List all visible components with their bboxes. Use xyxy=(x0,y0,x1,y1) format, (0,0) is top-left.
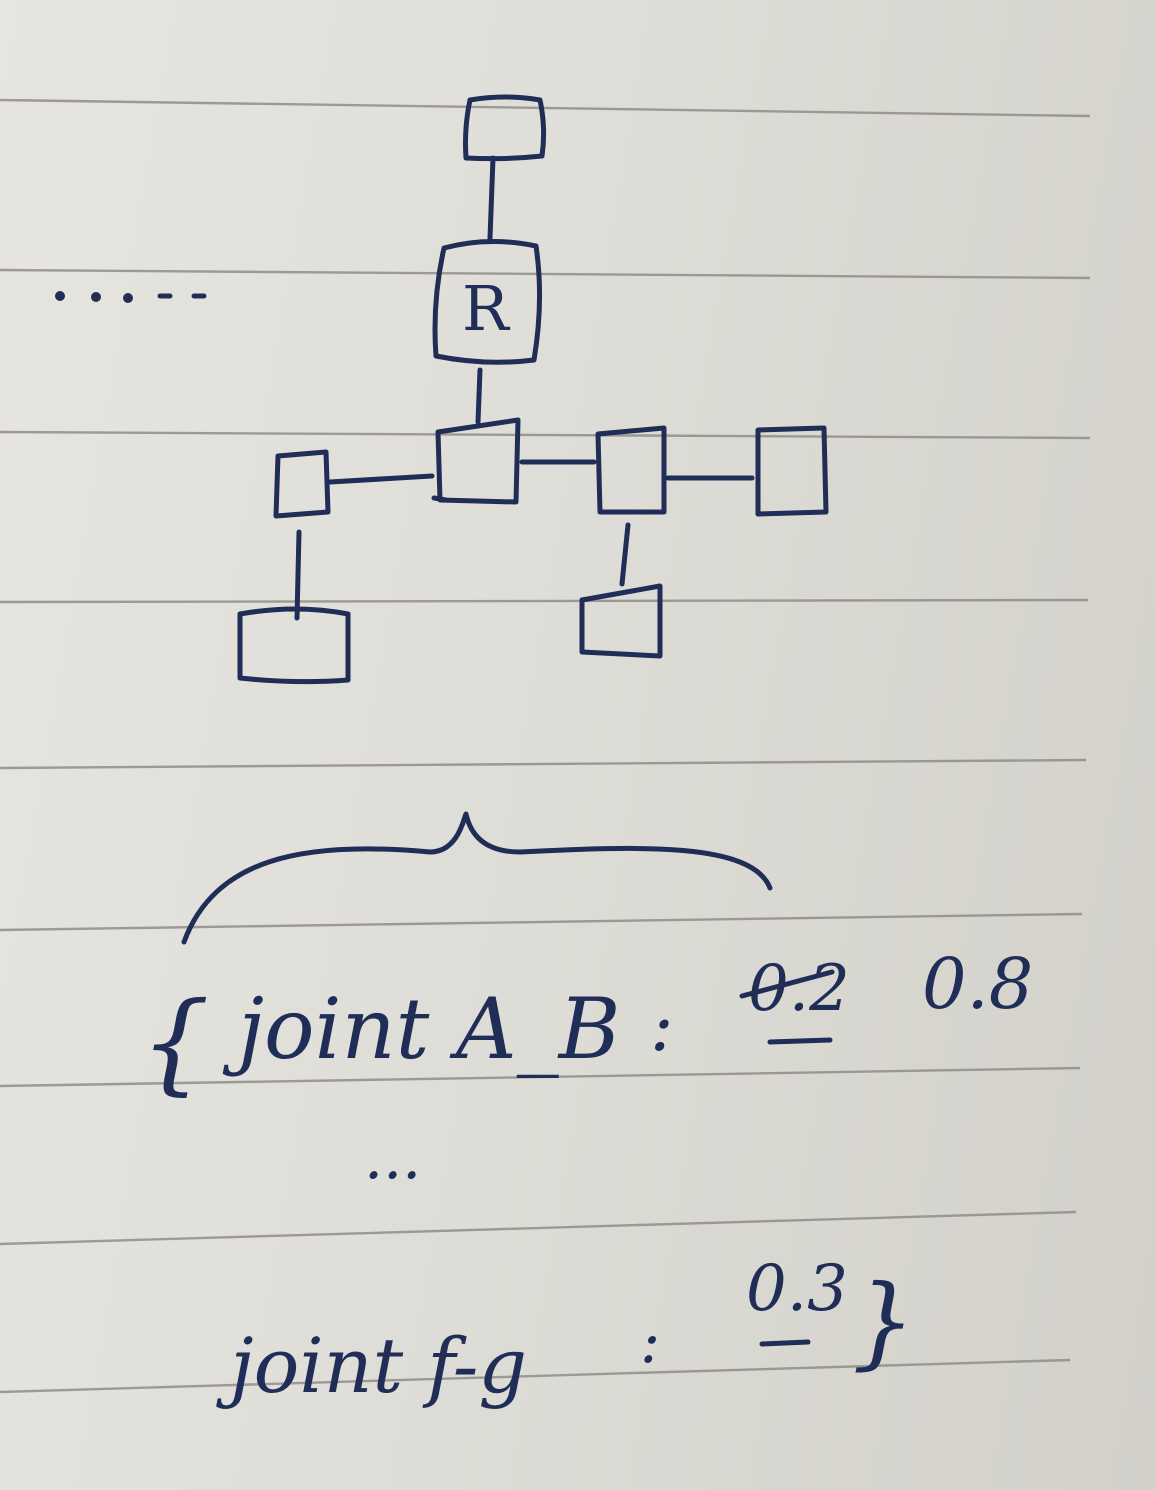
node-left xyxy=(273,449,331,519)
underline-0-2 xyxy=(767,1037,833,1045)
ellipsis-dot xyxy=(91,292,101,302)
rule-line xyxy=(0,98,1091,118)
joint-ab-key: joint A_B xyxy=(222,980,620,1078)
ellipsis-dot xyxy=(55,291,65,301)
node-root xyxy=(432,239,543,365)
open-brace: { xyxy=(140,978,210,1106)
edge-midright-bottommid xyxy=(619,522,631,587)
notes-ellipsis: ... xyxy=(364,1123,421,1193)
node-mid-right xyxy=(595,425,667,515)
edge-top-root xyxy=(487,155,496,241)
joint-fg-key: joint f-g xyxy=(216,1321,527,1410)
rule-line xyxy=(0,1210,1077,1246)
tree-diagram: R ... xyxy=(55,94,829,685)
rule-line xyxy=(0,598,1089,604)
joint-ab-value: 0.8 xyxy=(922,943,1033,1025)
rule-line xyxy=(0,1066,1081,1088)
group-brace xyxy=(181,811,773,945)
root-label: R xyxy=(462,272,511,345)
node-bottom-left xyxy=(237,606,351,685)
edge-left-bottomleft xyxy=(294,529,302,621)
node-hub xyxy=(431,417,521,505)
ellipsis-dot xyxy=(123,293,133,303)
edge-left-hub xyxy=(327,473,435,485)
joint-fg-colon: : xyxy=(640,1307,660,1377)
close-brace: } xyxy=(852,1263,916,1380)
node-far-right xyxy=(755,425,829,517)
node-top xyxy=(463,94,547,162)
left-ellipsis xyxy=(55,291,207,303)
ruled-lines xyxy=(0,98,1091,1394)
strikethrough-line xyxy=(739,969,835,999)
edge-root-hub xyxy=(475,367,483,425)
underline-0-3 xyxy=(759,1339,811,1347)
rule-line xyxy=(0,268,1091,280)
notes-block: { joint A_B : 0.2 0.8 ... joint f-g : 0.… xyxy=(140,943,1033,1410)
node-bottom-mid xyxy=(579,583,663,659)
rule-line xyxy=(0,430,1091,440)
rule-line xyxy=(0,1358,1071,1394)
rule-line xyxy=(0,758,1087,770)
joint-ab-colon: : xyxy=(650,985,674,1067)
rule-line xyxy=(0,912,1083,932)
joint-fg-value: 0.3 xyxy=(746,1252,848,1326)
